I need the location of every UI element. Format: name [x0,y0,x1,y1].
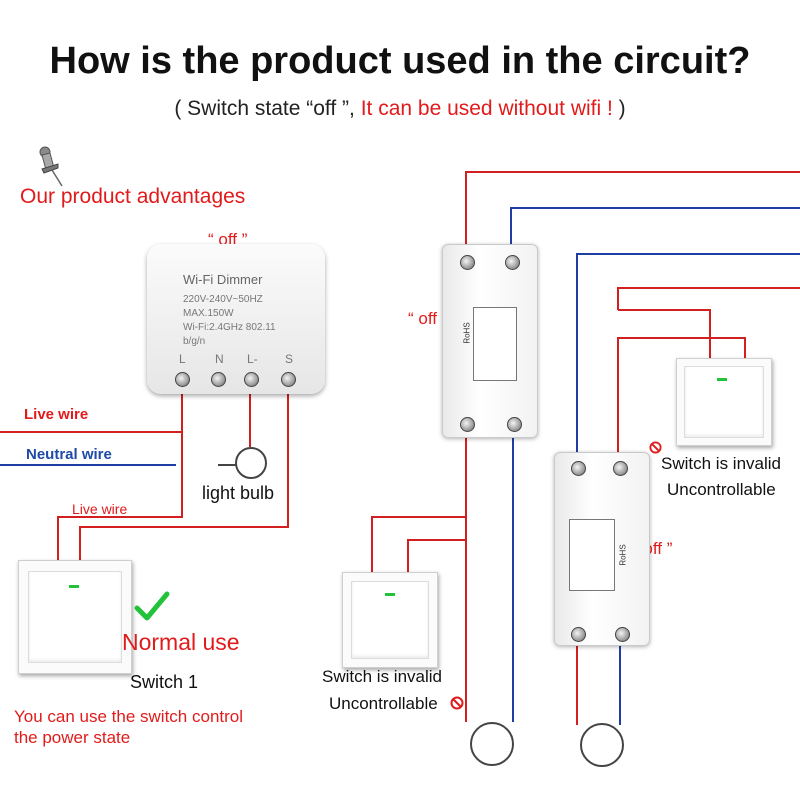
right-uncontrollable-label: Uncontrollable [667,480,776,499]
subtitle-open: ( Switch state “off ”, [174,97,361,120]
switch-right-led [717,378,727,381]
switch-1-led [69,585,79,588]
wifi-dimmer-module: Wi-Fi Dimmer 220V-240V~50HZ MAX.150W Wi-… [147,244,325,394]
right-red-switch-wire-2 [617,337,746,465]
switch-note-line2: the power state [14,728,131,747]
relay-module-right: RoHS [554,452,650,646]
switch-live-wire [57,432,183,560]
switch-middle[interactable] [342,572,438,668]
middle-red-top-wire [465,171,800,262]
page-title: How is the product used in the circuit? [49,40,751,82]
relay-right-screw-top-left [571,461,586,476]
right-red-switch-wire-1 [618,309,711,360]
module-spec-band: b/g/n [183,336,206,347]
right-red-top-wire [617,287,800,310]
switch-signal-wire [79,380,289,560]
pushpin-icon [39,146,63,187]
terminal-n-label: N [215,352,224,366]
switch-1-label: Switch 1 [130,672,199,692]
terminal-s-label: S [285,352,294,366]
advantages-label: Our product advantages [20,185,246,208]
right-invalid-label: Switch is invalid [661,454,781,473]
relay-right-screw-top-right [613,461,628,476]
terminal-l-screw [175,372,190,387]
relay-middle-screw-top-right [505,255,520,270]
light-bulb [235,447,267,479]
module-spec-power: MAX.150W [183,308,234,319]
relay-middle-screw-bottom-right [507,417,522,432]
subtitle-close: ) [618,97,626,120]
switch-middle-led [385,593,395,596]
light-bulb-right [580,723,624,767]
switch-right[interactable] [676,358,772,446]
relay-module-middle: RoHS [442,244,538,438]
relay-middle-screw-top-left [460,255,475,270]
switch-right-rocker[interactable] [684,366,764,438]
right-blue-top-wire [576,253,800,465]
relay-middle-rohs: RoHS [462,322,472,344]
module-spec-voltage: 220V-240V~50HZ [183,294,263,305]
checkmark-icon [134,591,170,621]
terminal-l-label: L [179,352,186,366]
middle-uncontrollable-label: Uncontrollable [329,694,438,713]
relay-right-window [569,519,615,591]
terminal-l-minus-screw [244,372,259,387]
live-wire-label: Live wire [24,406,89,423]
middle-red-switch-wire [371,430,467,572]
module-name: Wi-Fi Dimmer [183,272,263,287]
middle-red-switch-wire-2 [407,539,466,572]
relay-right-rohs: RoHS [618,544,628,566]
light-bulb-middle [470,722,514,766]
prohibited-icon [649,441,662,454]
light-bulb-label: light bulb [202,483,275,503]
subtitle-highlight: It can be used without wifi ! [360,97,619,120]
off-label-middle: “ off ” [408,309,448,328]
neutral-wire-label: Neutral wire [26,446,112,463]
relay-right-screw-bottom-left [571,627,586,642]
subtitle: ( Switch state “off ”, It can be used wi… [0,98,800,119]
middle-invalid-label: Switch is invalid [322,667,442,686]
switch-1[interactable] [18,560,132,674]
switch-note-line1: You can use the switch control [14,707,244,726]
terminal-s-screw [281,372,296,387]
off-label-module: “ off ” [208,230,248,249]
relay-right-screw-bottom-right [615,627,630,642]
module-spec-wifi: Wi-Fi:2.4GHz 802.11 [183,322,276,333]
normal-use-label: Normal use [122,629,240,655]
relay-middle-window [473,307,517,381]
prohibited-icon [450,696,464,710]
live-wire-lower-label: Live wire [72,501,128,517]
relay-middle-screw-bottom-left [460,417,475,432]
terminal-n-screw [211,372,226,387]
terminal-l-minus-label: L- [247,352,258,366]
